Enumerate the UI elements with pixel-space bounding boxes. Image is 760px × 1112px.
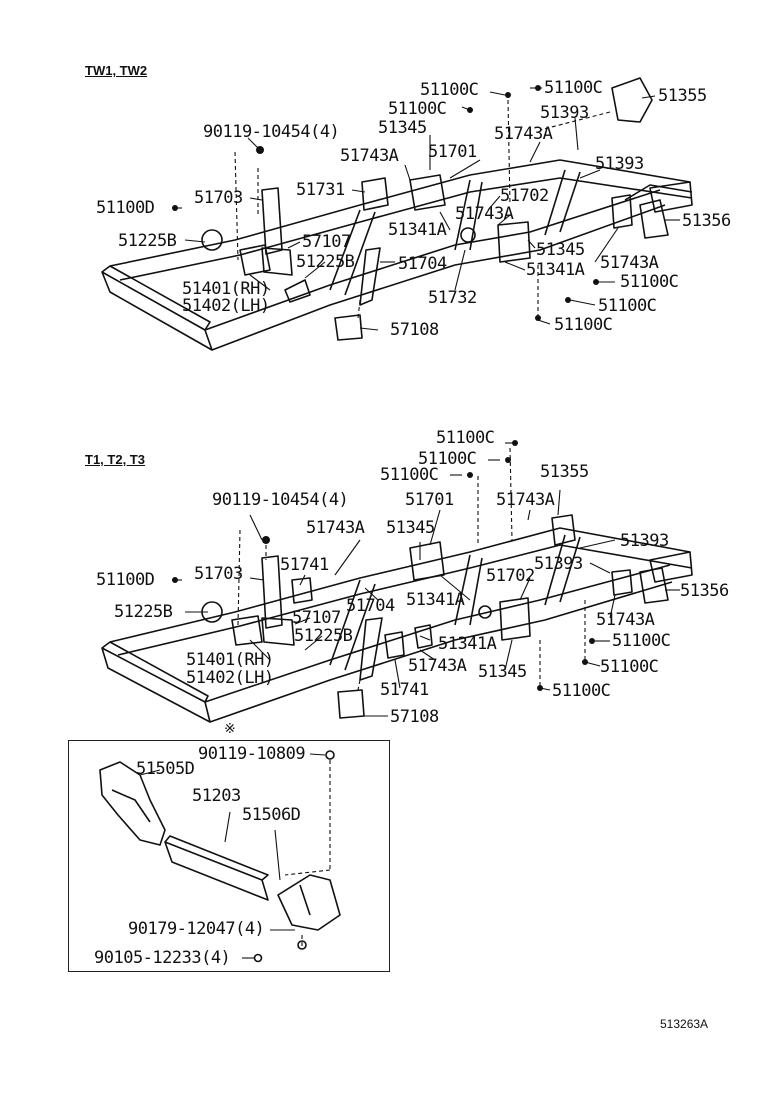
drawing-code: 513263A [660, 1017, 709, 1031]
part-label: 51100C [620, 272, 679, 292]
part-label: 51393 [534, 554, 583, 574]
part-label: 51341A [406, 590, 465, 610]
part-label: 51701 [405, 490, 454, 510]
part-label: 51741 [380, 680, 429, 700]
inset-box [68, 740, 390, 972]
part-label: 51703 [194, 188, 243, 208]
part-label: 51345 [536, 240, 585, 260]
upper-section-title: TW1, TW2 [85, 63, 148, 78]
part-label: 51743A [340, 146, 399, 166]
part-label: 90179-12047(4) [128, 919, 265, 939]
part-label: 90105-12233(4) [94, 948, 231, 968]
part-label: 57108 [390, 707, 439, 727]
part-label: 51100C [418, 449, 477, 469]
part-label: 57108 [390, 320, 439, 340]
part-label: 51505D [136, 759, 195, 779]
part-label: 51225B [296, 252, 355, 272]
part-label: 51743A [455, 204, 514, 224]
part-label: 51506D [242, 805, 301, 825]
inset-marker: ※ [224, 721, 236, 737]
part-label: 51393 [620, 531, 669, 551]
part-label: 51704 [346, 596, 395, 616]
part-label: 51401(RH) [186, 650, 274, 670]
part-label: 51731 [296, 180, 345, 200]
part-label: 51743A [494, 124, 553, 144]
part-label: 51203 [192, 786, 241, 806]
part-label: 51100C [388, 99, 447, 119]
part-label: 51701 [428, 142, 477, 162]
part-label: 51741 [280, 555, 329, 575]
upper-frame [101, 77, 693, 351]
part-label: 51100C [544, 78, 603, 98]
part-label: 51743A [496, 490, 555, 510]
part-label: 51356 [682, 211, 731, 231]
part-label: 51355 [658, 86, 707, 106]
part-label: 51100C [552, 681, 611, 701]
part-label: 57107 [302, 232, 351, 252]
part-label: 51345 [386, 518, 435, 538]
inset-leaders [139, 753, 331, 959]
upper-leaders [172, 87, 680, 331]
part-label: 51225B [114, 602, 173, 622]
fastener-dots [172, 85, 599, 691]
part-label: 51100C [598, 296, 657, 316]
part-label: 51393 [595, 154, 644, 174]
part-label: 51703 [194, 564, 243, 584]
part-label: 51702 [500, 186, 549, 206]
bracket-51703-lower [261, 555, 283, 629]
part-label: 51743A [596, 610, 655, 630]
inset-parts [99, 750, 341, 963]
part-label: 57107 [292, 608, 341, 628]
part-label: 51225B [294, 626, 353, 646]
part-label: 90119-10454(4) [203, 122, 340, 142]
part-label: 51402(LH) [182, 296, 270, 316]
part-label: 51341A [526, 260, 585, 280]
part-label: 51401(RH) [182, 279, 270, 299]
part-label: 51345 [478, 662, 527, 682]
lower-leaders [172, 442, 680, 717]
lower-frame [101, 514, 693, 723]
part-label: 51225B [118, 231, 177, 251]
part-label: 51100C [600, 657, 659, 677]
part-label: 51355 [540, 462, 589, 482]
part-label: 51100C [380, 465, 439, 485]
part-label: 51100C [554, 315, 613, 335]
part-label: 51100D [96, 570, 155, 590]
part-label: 51341A [438, 634, 497, 654]
part-label: 51345 [378, 118, 427, 138]
part-label: 90119-10454(4) [212, 490, 349, 510]
part-label: 51100D [96, 198, 155, 218]
part-label: 51743A [600, 253, 659, 273]
part-label: 51704 [398, 254, 447, 274]
part-label: 51702 [486, 566, 535, 586]
part-label: 51100C [436, 428, 495, 448]
part-label: 51732 [428, 288, 477, 308]
part-label: 51100C [420, 80, 479, 100]
part-label: 51341A [388, 220, 447, 240]
part-label: 90119-10809 [198, 744, 306, 764]
part-label: 51402(LH) [186, 668, 274, 688]
part-label: 51393 [540, 103, 589, 123]
lower-section-title: T1, T2, T3 [85, 452, 145, 467]
part-label: 51743A [306, 518, 365, 538]
part-label: 51743A [408, 656, 467, 676]
part-label: 51356 [680, 581, 729, 601]
part-label: 51100C [612, 631, 671, 651]
